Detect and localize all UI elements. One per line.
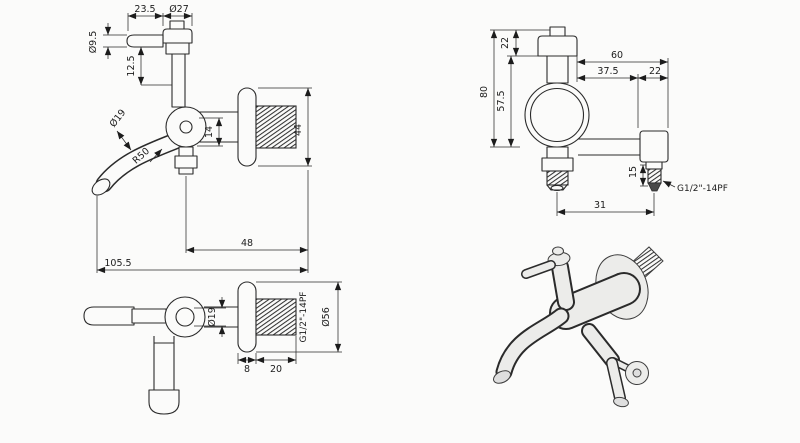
front-view: 22 57.5 80 60 37.5 22 15 31 G1/2" [479,26,728,216]
side-outlet-tip [647,182,662,192]
dim-label-dia-19-side: Ø19 [108,107,129,129]
top-view: Ø19 G1/2"-14PF Ø56 8 20 [83,281,342,415]
dim-label-57-5: 57.5 [496,90,507,111]
handle-knob-3d [552,246,564,256]
body-bore [175,307,195,327]
spout-tip [91,178,111,196]
body-circle-front [524,82,590,148]
body-circle-top [164,296,206,338]
handle-cap-front [537,35,578,57]
top-view-geometry [83,281,297,415]
dim-label-48: 48 [241,238,253,249]
lever-top-view [83,306,135,326]
side-outlet-neck [645,161,663,170]
body-3d [551,274,639,328]
dim-label-60: 60 [611,50,623,61]
lower-skirt [174,155,198,169]
dim-label-23-5: 23.5 [134,4,155,15]
handle-cap [162,28,193,44]
dim-label-12-5: 12.5 [126,55,137,76]
bottom-outlet-opening [550,184,564,192]
side-outlet-pipe [578,138,640,156]
front-view-dimensions: 22 57.5 80 60 37.5 22 15 31 G1/2" [479,29,728,216]
dim-label-22-top: 22 [500,37,511,49]
dim-label-20: 20 [270,364,282,375]
threaded-inlet [255,105,297,149]
perspective-view [493,246,664,408]
neck-front [546,55,569,84]
dim-label-37-5: 37.5 [597,66,618,77]
lower-neck [178,146,194,157]
dim-label-8: 8 [244,364,250,375]
handle-screw-front [549,26,566,37]
lower-tip [178,167,194,175]
outlet-knob-hub-3d [632,368,642,378]
bottom-outlet-neck [546,146,569,159]
side-view-geometry [91,20,297,196]
dim-label-15: 15 [628,166,639,178]
side-outlet-fitting [639,130,669,163]
spout-tip-3d [493,370,511,384]
handle-lever [126,34,164,48]
outlet-3d [583,325,618,366]
side-view: 23.5 Ø27 Ø9.5 12.5 Ø19 R50 14 [88,4,312,274]
front-view-geometry [524,26,669,192]
handle-skirt [165,42,190,55]
lever-3d [522,261,555,278]
bottom-outlet-thread [546,170,569,186]
spout-top-view [153,336,175,390]
lever-joint [131,308,167,324]
handle-stem-3d [553,260,573,309]
dim-label-dia-9-5: Ø9.5 [88,31,99,54]
thread-label-top: G1/2"-14PF [299,292,309,343]
wall-flange [237,87,257,167]
spout-fill [97,133,185,191]
dim-label-105-5: 105.5 [104,258,131,269]
dim-label-31: 31 [594,200,606,211]
top-view-dimensions: Ø19 G1/2"-14PF Ø56 8 20 [194,281,342,375]
dim-label-dia-27: Ø27 [169,4,189,15]
dim-label-80: 80 [479,86,490,98]
dim-label-44: 44 [293,124,304,136]
side-outlet-thread [647,168,662,184]
dim-label-22-right: 22 [649,66,661,77]
dim-label-dia-56: Ø56 [321,307,332,327]
threaded-inlet-top [255,298,297,336]
thread-label-front: G1/2"-14PF [677,184,728,194]
spout-3d [497,309,568,379]
handle-screw [169,20,185,30]
valve-body [165,106,207,148]
bottom-outlet-skirt [541,157,574,172]
wall-flange-top [237,281,257,353]
dim-label-dia-19-top: Ø19 [207,307,218,327]
body-circle-inner [529,87,585,143]
valve-body-hub [179,120,193,134]
outlet-tip-cap-3d [613,396,629,408]
outlet-tip-3d [607,358,625,403]
spout-mouth [148,389,180,415]
valve-stem [171,53,186,108]
dim-label-14: 14 [204,126,215,138]
